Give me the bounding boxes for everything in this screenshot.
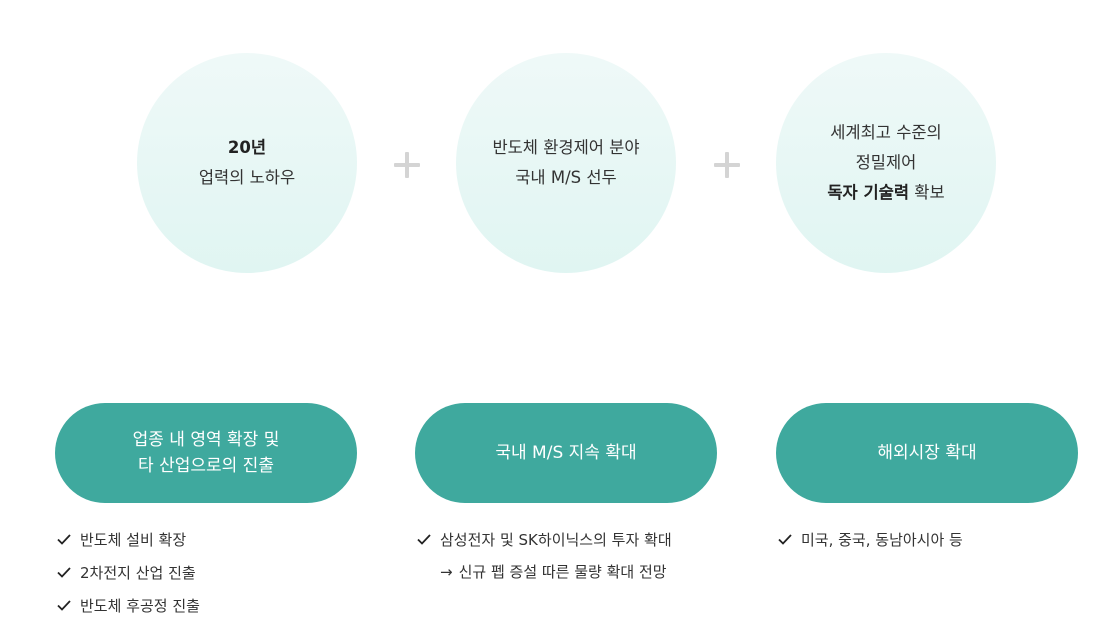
- strength-circle-experience: 20년 업력의 노하우: [137, 53, 357, 273]
- plus-icon: [392, 150, 422, 180]
- check-icon: [57, 534, 71, 545]
- strategy-column-overseas: 해외시장 확대 미국, 중국, 동남아시아 등: [776, 403, 1078, 557]
- circle-text: 국내 M/S 선두: [515, 168, 617, 187]
- list-item-label: 반도체 설비 확장: [80, 531, 187, 549]
- strategy-column-domestic: 국내 M/S 지속 확대 삼성전자 및 SK하이닉스의 투자 확대 → 신규 펩 …: [415, 403, 717, 589]
- circle-text: 반도체 환경제어 분야: [492, 138, 640, 157]
- strength-circle-market-share: 반도체 환경제어 분야 국내 M/S 선두: [456, 53, 676, 273]
- pill-label: 업종 내 영역 확장 및: [132, 430, 280, 450]
- list-item: 반도체 설비 확장: [55, 524, 357, 557]
- list-item: 반도체 후공정 진출: [55, 590, 357, 623]
- pill-label: 해외시장 확대: [877, 443, 977, 463]
- check-list: 삼성전자 및 SK하이닉스의 투자 확대: [415, 524, 717, 557]
- check-icon: [417, 534, 431, 545]
- sub-note-text: 신규 펩 증설 따른 물량 확대 전망: [458, 563, 667, 581]
- list-item-label: 2차전지 산업 진출: [80, 564, 196, 582]
- circle-text: 업력의 노하우: [198, 168, 296, 187]
- strategy-column-expansion: 업종 내 영역 확장 및 타 산업으로의 진출 반도체 설비 확장 2차전지 산…: [55, 403, 357, 623]
- check-list: 미국, 중국, 동남아시아 등: [776, 524, 1078, 557]
- list-item-label: 삼성전자 및 SK하이닉스의 투자 확대: [440, 531, 672, 549]
- pill-label: 타 산업으로의 진출: [138, 456, 274, 476]
- sub-note: → 신규 펩 증설 따른 물량 확대 전망: [415, 556, 717, 589]
- plus-icon: [712, 150, 742, 180]
- circle-text: 독자 기술력 확보: [827, 178, 944, 208]
- check-list: 반도체 설비 확장 2차전지 산업 진출 반도체 후공정 진출: [55, 524, 357, 623]
- circle-title: 20년: [227, 138, 267, 157]
- strategy-pill: 해외시장 확대: [776, 403, 1078, 503]
- strengths-section: 20년 업력의 노하우 반도체 환경제어 분야 국내 M/S 선두 세계최고 수…: [0, 0, 1108, 300]
- pill-label: 국내 M/S 지속 확대: [495, 443, 637, 463]
- check-icon: [57, 567, 71, 578]
- check-icon: [57, 600, 71, 611]
- list-item-label: 미국, 중국, 동남아시아 등: [801, 531, 963, 549]
- circle-text-rest: 확보: [909, 183, 945, 202]
- list-item: 2차전지 산업 진출: [55, 557, 357, 590]
- check-icon: [778, 534, 792, 545]
- circle-text: 정밀제어: [855, 153, 917, 172]
- circle-text: 세계최고 수준의: [830, 123, 942, 142]
- arrow-right-icon: →: [440, 563, 453, 581]
- strategy-pill: 국내 M/S 지속 확대: [415, 403, 717, 503]
- list-item: 삼성전자 및 SK하이닉스의 투자 확대: [415, 524, 717, 557]
- list-item-label: 반도체 후공정 진출: [80, 597, 200, 615]
- strength-circle-technology: 세계최고 수준의 정밀제어 독자 기술력 확보: [776, 53, 996, 273]
- list-item: 미국, 중국, 동남아시아 등: [776, 524, 1078, 557]
- circle-bold-text: 독자 기술력: [827, 183, 910, 202]
- strategy-pill: 업종 내 영역 확장 및 타 산업으로의 진출: [55, 403, 357, 503]
